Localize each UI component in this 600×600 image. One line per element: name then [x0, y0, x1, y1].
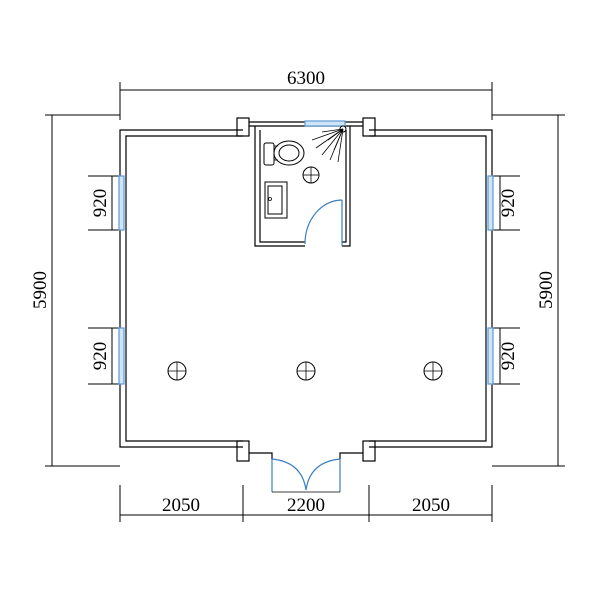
- window-left-lower: [118, 327, 125, 385]
- dimension-left-window-upper: 920: [88, 175, 120, 231]
- window-right-lower: [487, 327, 494, 385]
- ceiling-light-icon: [296, 361, 316, 381]
- columns: [236, 117, 376, 462]
- dimension-bottom-left-label: 2050: [162, 495, 200, 516]
- washbasin-icon: [264, 181, 288, 219]
- ceiling-light-icon: [302, 166, 320, 184]
- windows: [118, 120, 494, 385]
- dimension-top: 6300: [119, 68, 493, 120]
- dimension-right-window-lower-label: 920: [498, 342, 519, 371]
- dimension-left-window-lower-label: 920: [90, 342, 111, 371]
- dimension-bottom: 2050 2200 2050: [119, 485, 493, 522]
- dimension-right-window-lower: 920: [492, 327, 520, 385]
- toilet-icon: [263, 140, 305, 166]
- window-left-upper: [118, 175, 125, 231]
- dimension-right-window-upper-label: 920: [498, 189, 519, 218]
- entrance-door-arc-left: [271, 458, 307, 491]
- bathroom-door-arc: [304, 199, 343, 245]
- ceiling-light-icon: [167, 361, 187, 381]
- dimension-left: 5900: [30, 114, 120, 467]
- dimension-left-label: 5900: [30, 271, 51, 309]
- entrance-double-door: [271, 458, 341, 493]
- dimension-bottom-center-label: 2200: [287, 495, 325, 516]
- dimension-right-label: 5900: [536, 271, 557, 309]
- bathroom: [254, 125, 351, 247]
- dimension-bottom-right-label: 2050: [412, 495, 450, 516]
- dimension-right-window-upper: 920: [492, 175, 520, 231]
- dimension-left-window-upper-label: 920: [90, 189, 111, 218]
- window-bathroom-top: [304, 120, 346, 127]
- dimension-left-window-lower: 920: [88, 327, 120, 385]
- dimension-right: 5900: [492, 114, 565, 467]
- window-right-upper: [487, 175, 494, 231]
- entrance-door-arc-right: [305, 458, 341, 491]
- dimension-top-label: 6300: [287, 68, 325, 89]
- shower-icon: [311, 125, 347, 163]
- ceiling-light-icon: [423, 361, 443, 381]
